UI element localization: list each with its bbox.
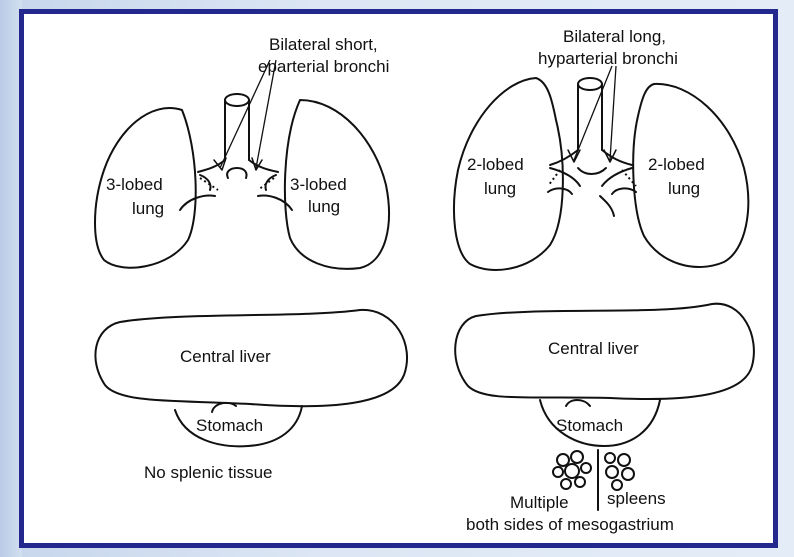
left-panel-right-lung-label-line1: 3-lobed (106, 175, 163, 194)
left-panel-left-lung-label-line1: 3-lobed (290, 175, 347, 194)
right-panel-right-lung-label-line1: 2-lobed (467, 155, 524, 174)
left-bronchi (180, 160, 292, 210)
left-spleen-label: No splenic tissue (144, 463, 273, 482)
right-panel: Bilateral long, hyparterial bronchi 2-lo… (454, 27, 754, 534)
right-liver-label: Central liver (548, 339, 639, 358)
left-panel-right-lung-label-line2: lung (132, 199, 164, 218)
right-bronchi-pointer-2 (610, 66, 616, 160)
right-panel-right-lung-label-line2: lung (484, 179, 516, 198)
left-bronchi-label-line1: Bilateral short, (269, 35, 378, 54)
left-stomach-label: Stomach (196, 416, 263, 435)
right-spleen-label-line2: both sides of mesogastrium (466, 515, 674, 534)
right-bronchi-label-line1: Bilateral long, (563, 27, 666, 46)
right-trachea (578, 78, 602, 150)
left-bronchi-pointer-2 (256, 60, 276, 168)
right-stomach-label: Stomach (556, 416, 623, 435)
left-panel: Bilateral short, eparterial bronchi 3-lo… (95, 35, 407, 482)
left-bronchi-pointer-1 (220, 60, 270, 168)
right-panel-left-lung-label-line1: 2-lobed (648, 155, 705, 174)
right-spleen-label-right: spleens (607, 489, 666, 508)
right-panel-left-lung-label-line2: lung (668, 179, 700, 198)
right-spleen-label-left: Multiple (510, 493, 569, 512)
left-liver-label: Central liver (180, 347, 271, 366)
right-bronchi-label-line2: hyparterial bronchi (538, 49, 678, 68)
left-panel-left-lung-label-line2: lung (308, 197, 340, 216)
left-bronchi-label-line2: eparterial bronchi (258, 57, 389, 76)
right-panel-left-lung (633, 84, 748, 267)
